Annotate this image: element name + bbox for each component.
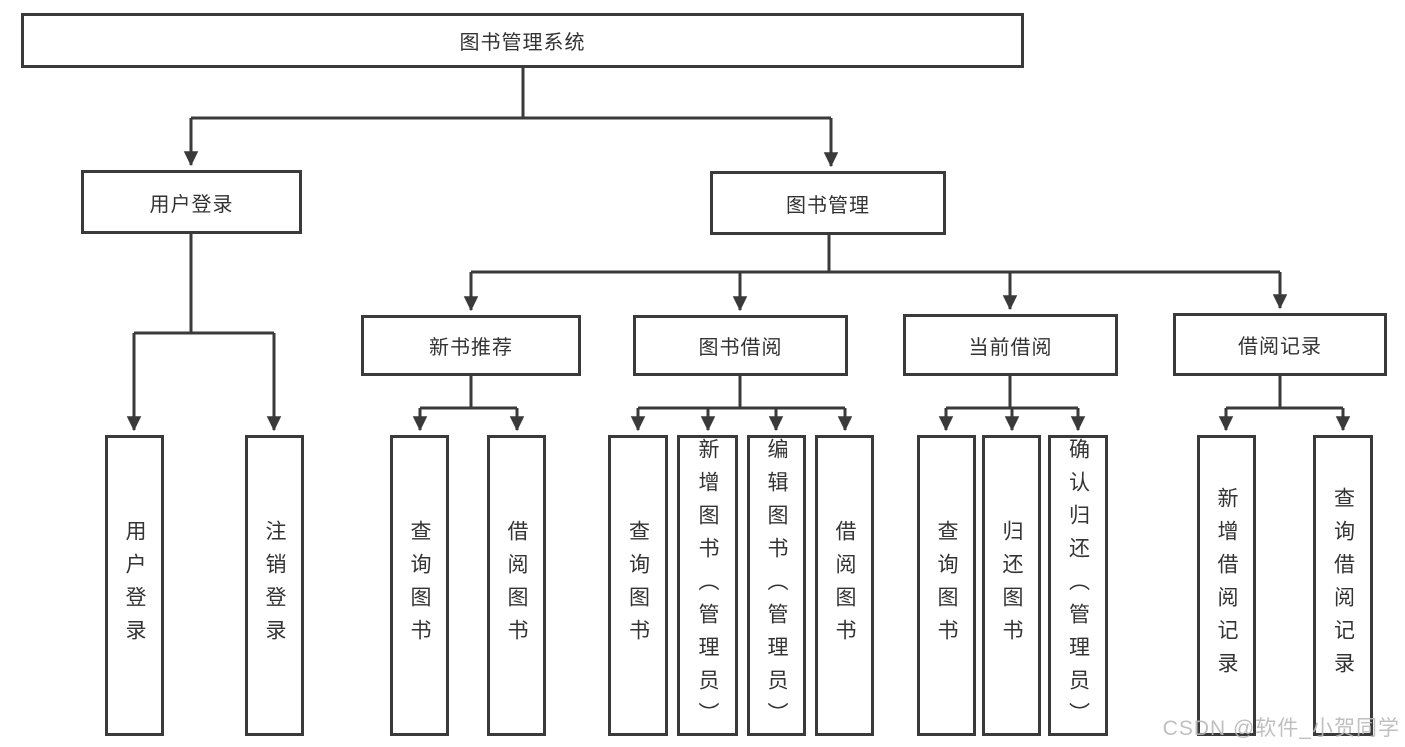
node-label: 用户登录 — [149, 193, 234, 216]
connector-book-borrowing — [638, 376, 845, 410]
node-label: 图书借阅 — [698, 337, 783, 359]
connector-user-login — [134, 234, 274, 335]
node-borrowing-records: 借阅记录 — [1173, 313, 1387, 376]
node-label: 编辑图书（管理员） — [765, 438, 788, 735]
node-label: 归还图书 — [1000, 519, 1023, 652]
node-label: 图书管理系统 — [459, 32, 586, 54]
leaf-borrowing-query-books: 查询图书 — [608, 435, 668, 736]
leaf-logout: 注销登录 — [245, 435, 304, 736]
node-label: 查询图书 — [935, 519, 958, 652]
node-user-login: 用户登录 — [81, 170, 302, 234]
node-label: 当前借阅 — [968, 336, 1053, 359]
node-label: 查询图书 — [626, 519, 650, 652]
node-label: 图书管理 — [786, 194, 870, 217]
connector-borrowing-records — [1226, 376, 1343, 410]
node-label: 用户登录 — [123, 519, 146, 652]
node-current-borrowing: 当前借阅 — [903, 314, 1118, 376]
node-book-borrowing: 图书借阅 — [633, 315, 848, 376]
leaf-add-books-admin: 新增图书（管理员） — [677, 435, 738, 736]
leaf-current-query-books: 查询图书 — [917, 435, 976, 736]
node-label: 新书推荐 — [429, 337, 513, 359]
node-label: 查询图书 — [408, 519, 431, 652]
connector-current-borrowing — [946, 376, 1078, 410]
leaf-borrowing-borrow-books: 借阅图书 — [815, 435, 874, 736]
node-label: 新增借阅记录 — [1215, 486, 1238, 685]
node-label: 借阅图书 — [505, 519, 528, 652]
node-book-management: 图书管理 — [710, 171, 946, 235]
leaf-return-books: 归还图书 — [982, 435, 1041, 736]
node-label: 查询借阅记录 — [1331, 486, 1355, 685]
leaf-add-borrow-record: 新增借阅记录 — [1197, 435, 1256, 736]
connector-root — [191, 68, 831, 120]
node-label: 借阅图书 — [833, 519, 856, 652]
node-label: 借阅记录 — [1238, 336, 1322, 358]
leaf-query-borrow-record: 查询借阅记录 — [1313, 435, 1373, 736]
node-label: 确认归还（管理员） — [1066, 438, 1090, 735]
node-label: 注销登录 — [263, 519, 286, 652]
leaf-user-login: 用户登录 — [105, 435, 164, 736]
node-library-system: 图书管理系统 — [21, 13, 1024, 68]
csdn-watermark: CSDN @软件_小贺同学 — [1162, 717, 1400, 740]
node-new-book-recommend: 新书推荐 — [361, 315, 581, 376]
leaf-confirm-return-admin: 确认归还（管理员） — [1048, 435, 1108, 736]
connector-new-book — [420, 376, 517, 410]
leaf-recommend-borrow-books: 借阅图书 — [487, 435, 546, 736]
leaf-edit-books-admin: 编辑图书（管理员） — [747, 435, 806, 736]
leaf-recommend-query-books: 查询图书 — [390, 435, 449, 736]
connector-book-management — [471, 235, 1280, 274]
node-label: 新增图书（管理员） — [696, 438, 719, 735]
